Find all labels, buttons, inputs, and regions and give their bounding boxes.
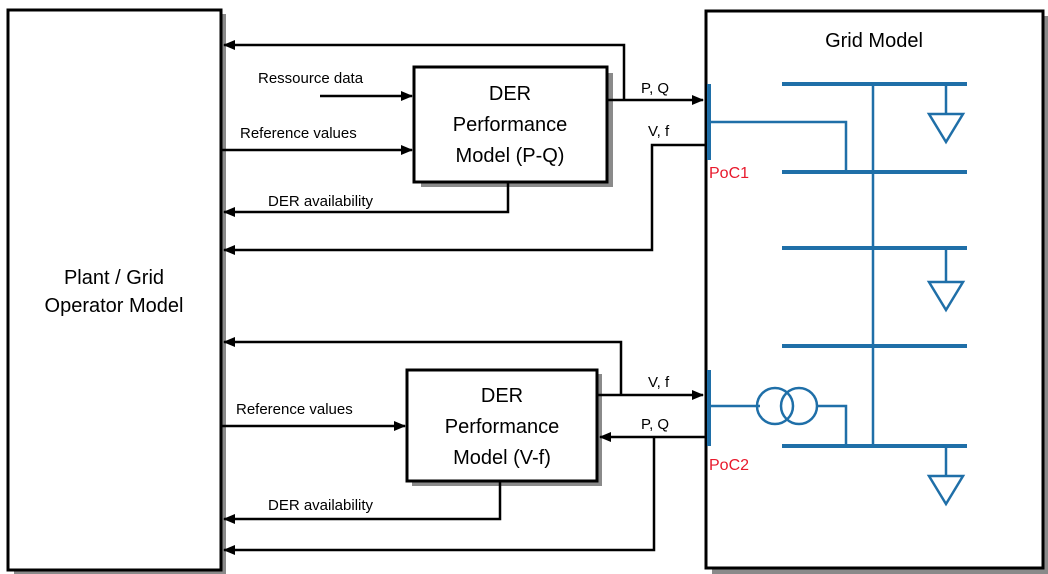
poc1-line — [709, 120, 848, 172]
operator-title-line2: Operator Model — [45, 295, 184, 317]
grid-title: Grid Model — [825, 30, 923, 52]
poc2-label: PoC2 — [709, 457, 749, 474]
label-reference-values-bottom: Reference values — [236, 401, 353, 418]
label-der-availability-top: DER availability — [268, 193, 374, 210]
label-vf-bottom: V, f — [648, 374, 670, 391]
der-pq-line1: DER — [489, 83, 531, 105]
arrow-bottom-feedback — [223, 337, 623, 395]
label-pq-top: P, Q — [641, 80, 669, 97]
der-vf-line2: Performance — [445, 416, 560, 438]
arrow-pq-to-operator — [223, 437, 656, 555]
arrow-der-availability-top — [223, 182, 510, 217]
grid-model-block: Grid Model — [704, 9, 1045, 570]
label-vf-top: V, f — [648, 123, 670, 140]
der-vf-box — [405, 368, 599, 483]
grid-box — [704, 9, 1045, 570]
arrow-top-feedback — [223, 40, 626, 100]
der-pq-line2: Performance — [453, 114, 568, 136]
der-vf-block: DER Performance Model (V-f) — [405, 368, 599, 483]
der-pq-block: DER Performance Model (P-Q) — [412, 65, 609, 184]
operator-model-block: Plant / Grid Operator Model — [6, 8, 223, 572]
label-der-availability-bottom: DER availability — [268, 497, 374, 514]
operator-box — [6, 8, 223, 572]
grid-network: PoC1 PoC2 — [707, 82, 967, 507]
der-vf-line1: DER — [481, 385, 523, 407]
label-pq-bottom: P, Q — [641, 416, 669, 433]
der-pq-box — [412, 65, 609, 184]
label-resource-data: Ressource data — [258, 70, 364, 87]
poc2-line-right — [817, 404, 848, 446]
operator-title-line1: Plant / Grid — [64, 267, 164, 289]
label-reference-values-top: Reference values — [240, 125, 357, 142]
poc1-label: PoC1 — [709, 165, 749, 182]
load-1 — [926, 84, 966, 145]
arrow-vf-top — [223, 143, 707, 255]
transformer-winding-1 — [755, 386, 795, 426]
der-vf-line3: Model (V-f) — [453, 447, 551, 469]
load-3 — [926, 446, 966, 507]
der-pq-line3: Model (P-Q) — [456, 145, 565, 167]
arrow-der-availability-bottom — [223, 481, 502, 524]
load-2 — [926, 248, 966, 313]
